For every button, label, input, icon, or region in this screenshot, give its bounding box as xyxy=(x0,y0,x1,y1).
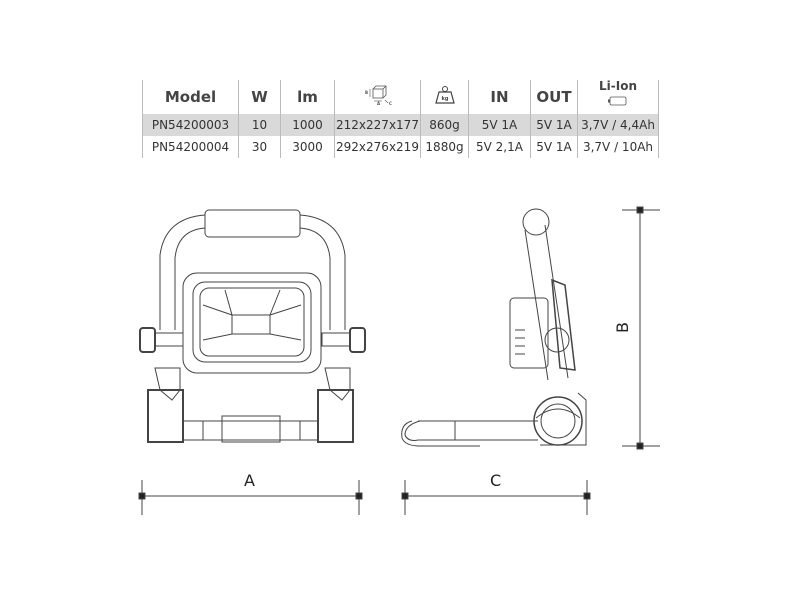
table-header-row: Model W lm B A C kg IN OUT Li- xyxy=(142,78,659,114)
dimension-b xyxy=(622,206,660,450)
box-dimensions-icon: B A C xyxy=(365,85,392,106)
cell-weight: 860g xyxy=(420,114,469,136)
battery-label: Li-Ion xyxy=(599,78,637,93)
dimension-c xyxy=(401,480,591,515)
spec-table: Model W lm B A C kg IN OUT Li- xyxy=(142,78,659,158)
cell-lumen: 3000 xyxy=(280,136,335,158)
cell-model: PN54200004 xyxy=(142,136,239,158)
cell-watt: 30 xyxy=(238,136,281,158)
cell-model: PN54200003 xyxy=(142,114,239,136)
cell-lumen: 1000 xyxy=(280,114,335,136)
header-lumen: lm xyxy=(280,80,335,114)
header-dimensions: B A C xyxy=(334,80,421,114)
table-row: PN54200003 10 1000 212x227x177 860g 5V 1… xyxy=(142,114,659,136)
dimension-b-label: B xyxy=(612,322,632,333)
side-view xyxy=(401,208,587,447)
cell-out: 5V 1A xyxy=(530,114,578,136)
header-out: OUT xyxy=(530,80,578,114)
axis-a-label: A xyxy=(377,101,381,106)
cell-battery: 3,7V / 10Ah xyxy=(577,136,659,158)
axis-c-label: C xyxy=(389,101,392,106)
cell-out: 5V 1A xyxy=(530,136,578,158)
dimension-a xyxy=(138,480,363,515)
axis-b-label: B xyxy=(365,90,368,95)
table-row: PN54200004 30 3000 292x276x219 1880g 5V … xyxy=(142,136,659,158)
battery-icon xyxy=(608,96,627,105)
weight-kg-icon: kg xyxy=(434,86,455,104)
cell-in: 5V 2,1A xyxy=(468,136,531,158)
front-view xyxy=(139,209,366,443)
cell-battery: 3,7V / 4,4Ah xyxy=(577,114,659,136)
header-battery: Li-Ion xyxy=(577,78,659,114)
cell-dimensions: 292x276x219 xyxy=(334,136,421,158)
header-in: IN xyxy=(468,80,531,114)
svg-text:kg: kg xyxy=(441,96,448,102)
cell-watt: 10 xyxy=(238,114,281,136)
cell-dimensions: 212x227x177 xyxy=(334,114,421,136)
header-weight: kg xyxy=(420,80,469,114)
cell-weight: 1880g xyxy=(420,136,469,158)
header-model: Model xyxy=(142,80,239,114)
header-watt: W xyxy=(238,80,281,114)
dimension-a-label: A xyxy=(244,471,255,490)
cell-in: 5V 1A xyxy=(468,114,531,136)
dimension-c-label: C xyxy=(490,471,502,490)
